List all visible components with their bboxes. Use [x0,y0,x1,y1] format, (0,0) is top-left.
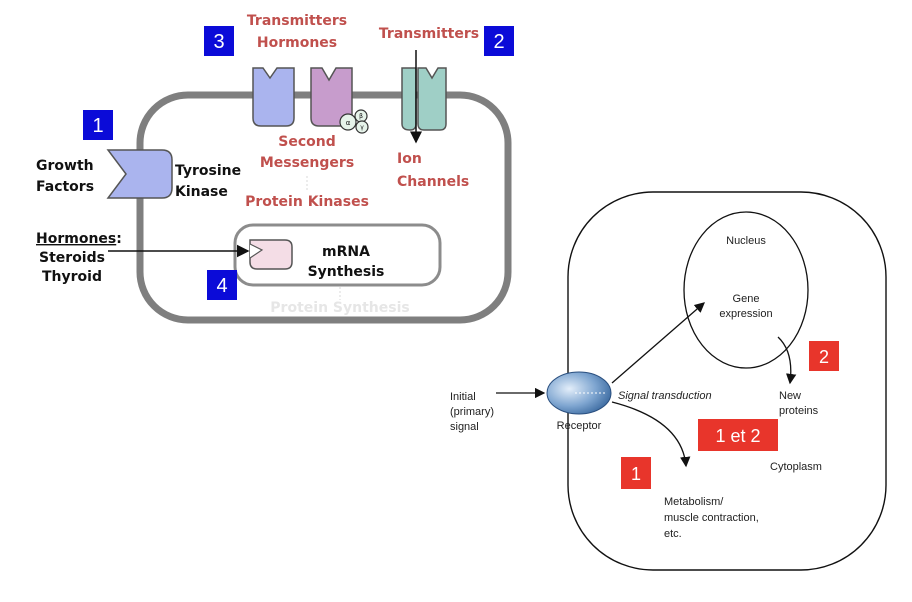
right-nucleus [683,211,809,369]
transmitters-hormones-line2: Hormones [257,35,337,51]
ion-channels-line2: Channels [397,174,469,190]
signal-transduction-label: Signal transduction [618,390,712,402]
tyrosine-kinase-receptor [106,149,173,199]
right-cell-diagram: Nucleus Gene expression New proteins Ini… [450,191,887,571]
g-protein-beta-label: β [359,113,363,120]
g-protein-gamma-label: γ [360,124,364,131]
badge-2-label: 2 [493,31,504,53]
transmitters-right-label: Transmitters [379,26,479,42]
intracellular-receptor [249,239,293,270]
to-nucleus-arrow [611,302,705,384]
protein-synthesis-label: Protein Synthesis [270,300,409,316]
thyroid-label: Thyroid [42,269,102,285]
badge-1: 1 [83,110,113,140]
ion-channels-line1: Ion [397,151,422,167]
mrna-line2: Synthesis [308,264,385,280]
receptor-blue [252,67,295,127]
badge-4-label: 4 [216,275,227,297]
initial-signal-line1: Initial [450,391,476,403]
badge-2: 2 [484,26,514,56]
transmitters-hormones-line1: Transmitters [247,13,347,29]
red-badge-1-et-2: 1 et 2 [698,419,778,451]
gene-expression-line1: Gene [733,293,760,305]
growth-factors-line1: Growth [36,158,94,174]
steroids-label: Steroids [39,250,105,266]
g-protein-gamma [355,120,369,134]
g-protein-alpha-label: α [346,119,351,127]
second-messengers-line2: Messengers [260,155,354,171]
g-protein-alpha [339,113,357,131]
g-protein: α β γ [339,109,369,134]
gene-to-protein-arrow [777,336,797,385]
gene-expression-line2: expression [719,308,772,320]
mrna-line1: mRNA [322,244,370,260]
metabolism-line1: Metabolism/ [664,496,724,508]
red-badge-2: 2 [809,341,839,371]
hormones-heading: Hormones: [36,231,122,247]
hormones-heading-word: Hormones [36,231,116,247]
initial-signal-line2: (primary) [450,406,494,418]
metabolism-line2: muscle contraction, [664,512,759,524]
left-cell-diagram: α β γ Transmitters Hormones Transmitters… [36,13,514,324]
to-metabolism-arrow [611,401,691,468]
protein-kinases-label: Protein Kinases [245,194,369,210]
new-proteins-line2: proteins [779,405,819,417]
ion-channel-left [401,67,417,131]
ion-channel-right [417,67,447,131]
badge-4: 4 [207,270,237,300]
badge-1-label: 1 [92,115,103,137]
red-badge-2-label: 2 [819,347,829,367]
metabolism-line3: etc. [664,528,682,540]
tyrosine-kinase-line2: Kinase [175,184,228,200]
initial-signal-line3: signal [450,421,479,433]
hormones-heading-colon: : [116,231,122,247]
tyrosine-kinase-line1: Tyrosine [175,163,241,179]
red-badge-1: 1 [621,457,651,489]
badge-3-label: 3 [213,31,224,53]
ion-channel [401,50,447,144]
cytoplasm-label: Cytoplasm [770,461,822,473]
receptor-label: Receptor [557,420,602,432]
intracellular-receptor-notch [249,243,264,259]
nucleus-label: Nucleus [726,235,766,247]
red-badge-1-et-2-label: 1 et 2 [715,426,760,446]
badge-3: 3 [204,26,234,56]
second-messengers-line1: Second [278,134,335,150]
new-proteins-line1: New [779,390,801,402]
red-badge-1-label: 1 [631,464,641,484]
growth-factors-line2: Factors [36,179,94,195]
